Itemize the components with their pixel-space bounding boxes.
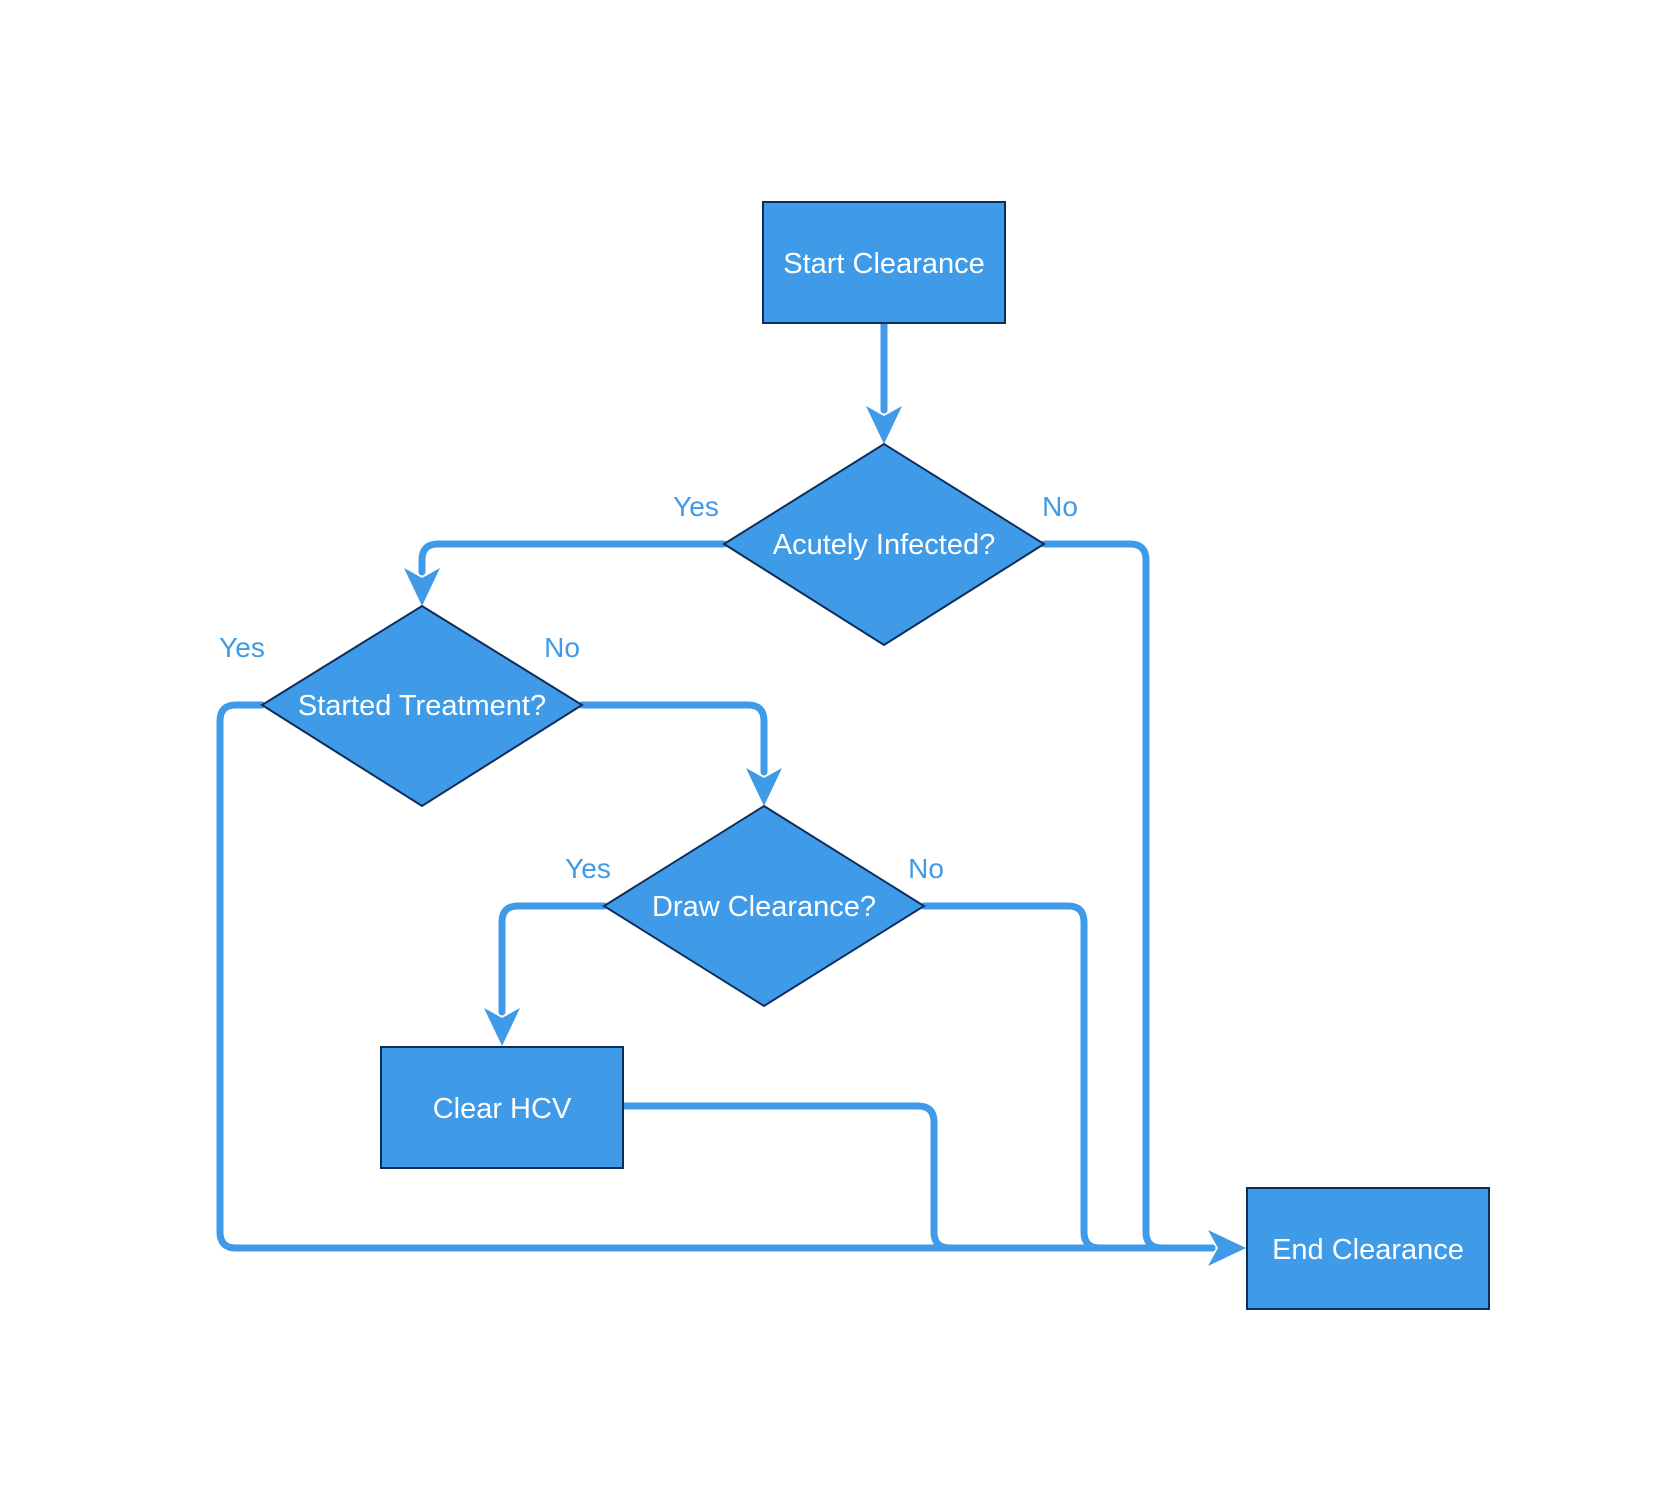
edge-label-draw-yes: Yes	[565, 853, 611, 884]
draw-clearance-label: Draw Clearance?	[652, 891, 876, 923]
end-clearance-box	[1246, 1187, 1490, 1310]
edge-label-treatment-yes: Yes	[219, 632, 265, 663]
edge-labels: Yes No Yes No Yes No	[219, 491, 1078, 884]
started-treatment-label: Started Treatment?	[298, 690, 546, 722]
edge-label-draw-no: No	[908, 853, 944, 884]
acutely-infected-label: Acutely Infected?	[773, 529, 995, 561]
draw-clearance-diamond	[602, 804, 926, 1008]
node-end-clearance: End Clearance	[1246, 1187, 1490, 1310]
edge-clear-to-end	[618, 1102, 1216, 1252]
edge-draw-yes	[498, 902, 608, 1016]
nodes: Start Clearance Acutely Infected? Starte…	[260, 201, 1490, 1310]
arrowhead-end-clearance	[1208, 1230, 1246, 1266]
edge-acute-yes	[418, 540, 728, 576]
arrowhead-draw-clearance	[746, 768, 782, 806]
clear-hcv-label: Clear HCV	[433, 1093, 572, 1125]
node-started-treatment: Started Treatment?	[260, 604, 584, 808]
edge-acute-no	[1040, 540, 1216, 1252]
node-acutely-infected: Acutely Infected?	[722, 442, 1046, 647]
edge-treatment-no	[578, 701, 768, 776]
edge-treatment-yes	[216, 701, 1216, 1252]
end-clearance-label: End Clearance	[1272, 1234, 1464, 1266]
start-clearance-box	[762, 201, 1006, 324]
edges	[216, 320, 1246, 1266]
edge-label-acute-yes: Yes	[673, 491, 719, 522]
started-treatment-diamond	[260, 604, 584, 808]
node-clear-hcv: Clear HCV	[380, 1046, 624, 1169]
clear-hcv-box	[380, 1046, 624, 1169]
arrowhead-started-treatment	[404, 568, 440, 606]
node-start-clearance: Start Clearance	[762, 201, 1006, 324]
arrowhead-acutely-infected	[866, 406, 902, 444]
arrowhead-clear-hcv	[484, 1008, 520, 1046]
start-clearance-label: Start Clearance	[783, 248, 985, 280]
edge-draw-no	[920, 902, 1216, 1252]
acutely-infected-diamond	[722, 442, 1046, 647]
edge-label-treatment-no: No	[544, 632, 580, 663]
edge-label-acute-no: No	[1042, 491, 1078, 522]
node-draw-clearance: Draw Clearance?	[602, 804, 926, 1008]
